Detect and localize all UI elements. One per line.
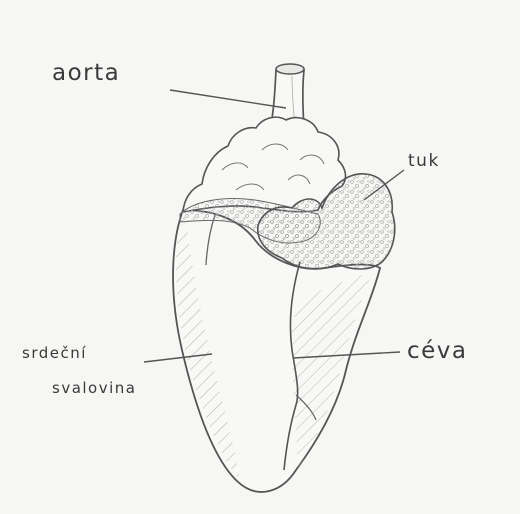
atrium-lobes [183, 117, 345, 212]
label-fat: tuk [408, 151, 440, 171]
aorta-leader [170, 90, 286, 108]
label-muscle-line2: svalovina [52, 379, 136, 397]
label-vessel: céva [407, 338, 468, 364]
muscle-shading-right [292, 272, 372, 470]
aorta-opening [276, 64, 304, 74]
label-aorta: aorta [52, 60, 120, 86]
label-muscle-line1: srdeční [22, 344, 87, 362]
